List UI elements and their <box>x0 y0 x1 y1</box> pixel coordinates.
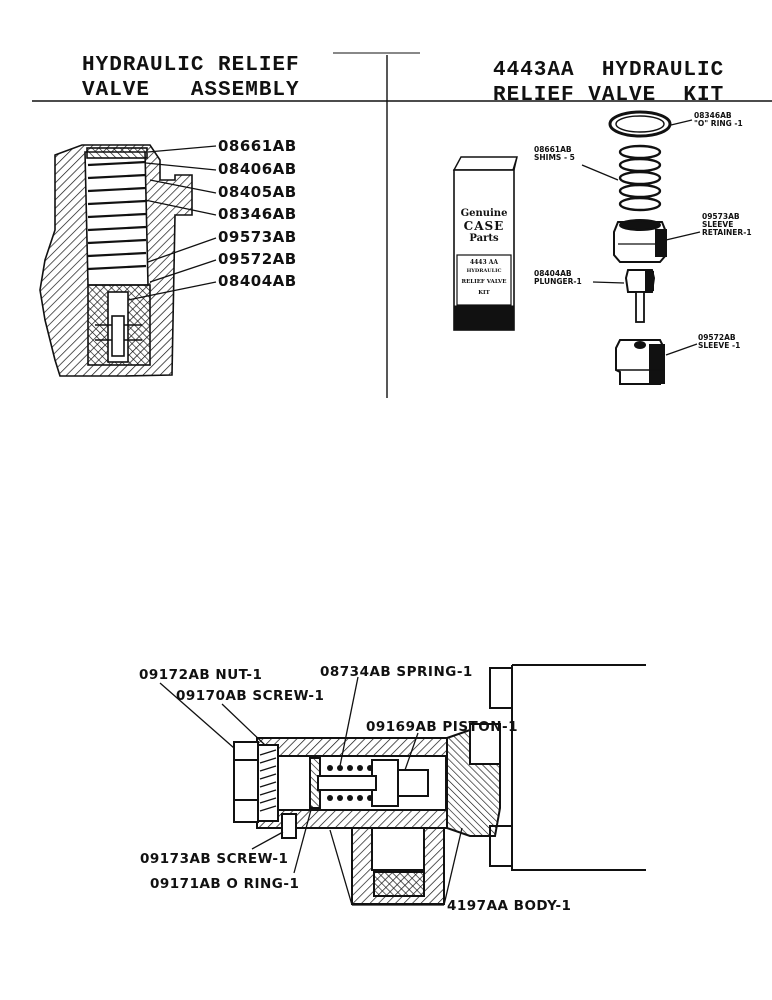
box-case-logo: CASE <box>463 219 505 233</box>
label-sleeve: 09572AB SLEEVE -1 <box>698 333 741 350</box>
kit-box-art <box>452 156 518 331</box>
label-piston: 09169AB PISTON-1 <box>366 719 519 735</box>
left-title-line1: HYDRAULIC RELIEF <box>82 54 300 77</box>
label-shims: 08661AB SHIMS - 5 <box>534 145 575 162</box>
label-body: 4197AA BODY-1 <box>447 898 572 914</box>
label-oring: 08346AB "O" RING -1 <box>694 111 743 128</box>
right-title-line2: RELIEF VALVE KIT <box>493 84 725 107</box>
left-title-line2: VALVE ASSEMBLY <box>82 79 300 102</box>
box-parts: Parts <box>469 233 499 244</box>
box-relief-valve: RELIEF VALVE <box>461 279 507 285</box>
label-09572ab: 09572AB <box>218 250 297 268</box>
valve-assembly-section <box>39 144 193 377</box>
label-spring: 08734AB SPRING-1 <box>320 664 473 680</box>
bottom-leader-lines <box>159 676 463 906</box>
label-plunger: 08404AB PLUNGER-1 <box>534 269 582 286</box>
label-sleeve-retainer: 09573AB SLEEVE RETAINER-1 <box>702 212 752 237</box>
box-hydraulic: HYDRAULIC <box>466 268 502 274</box>
label-08404ab: 08404AB <box>218 272 297 290</box>
label-08346ab: 08346AB <box>218 205 297 223</box>
body-assembly-art <box>233 664 646 905</box>
label-08661ab: 08661AB <box>218 137 297 155</box>
label-08405ab: 08405AB <box>218 183 297 201</box>
label-screw-bottom: 09173AB SCREW-1 <box>140 851 289 867</box>
exploded-parts-art <box>608 110 672 385</box>
label-nut: 09172AB NUT-1 <box>139 667 263 683</box>
label-08406ab: 08406AB <box>218 160 297 178</box>
box-kit: KIT <box>478 290 490 296</box>
right-leader-lines <box>581 119 701 356</box>
header-rules <box>32 52 772 398</box>
box-genuine: Genuine <box>460 208 508 219</box>
left-leader-lines <box>127 145 217 301</box>
label-09573ab: 09573AB <box>218 228 297 246</box>
right-title-line1: 4443AA HYDRAULIC <box>493 59 725 82</box>
label-oring-bottom: 09171AB O RING-1 <box>150 876 300 892</box>
box-kit-number: 4443 AA <box>469 259 499 266</box>
label-screw-top: 09170AB SCREW-1 <box>176 688 325 704</box>
